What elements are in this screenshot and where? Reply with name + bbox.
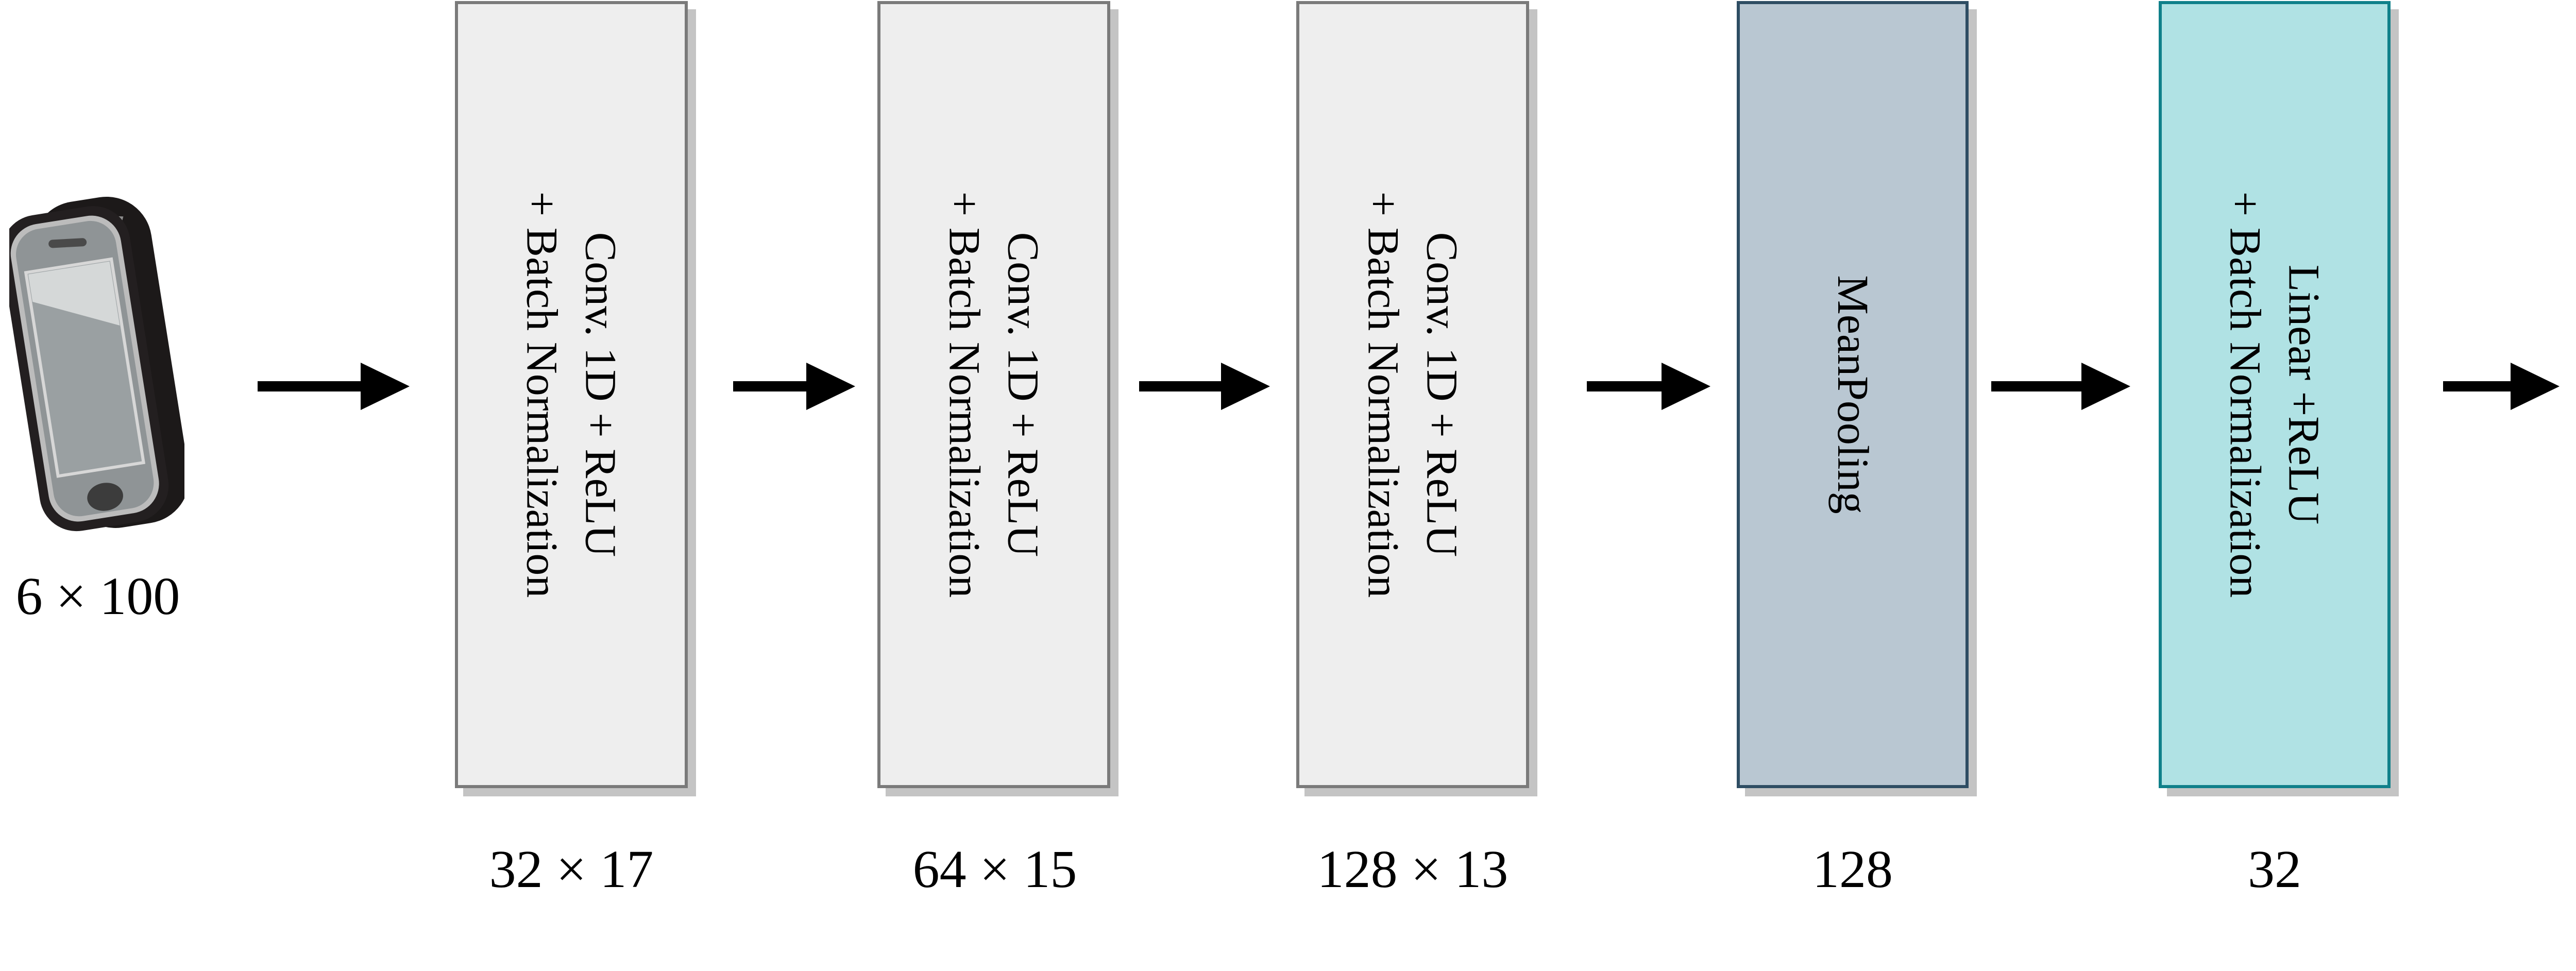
- layer-text-line2: + Batch Normalization: [1359, 191, 1409, 598]
- phone-home-button: [87, 483, 123, 511]
- layer-text-line1: Conv. 1D + ReLU: [998, 232, 1048, 557]
- layer-shape-label: 32 × 17: [489, 840, 654, 899]
- arrow-right-icon: [733, 363, 855, 410]
- phone-screen-glare: [28, 261, 120, 326]
- layer-box-conv1: Conv. 1D + ReLU + Batch Normalization: [455, 1, 688, 788]
- layer-shape-label: 32: [2248, 840, 2301, 899]
- phone-speaker: [48, 238, 87, 248]
- layer-text-line1: Linear +ReLU: [2279, 264, 2329, 525]
- layer-shape-label: 16: [2560, 839, 2576, 900]
- layer-text: Conv. 1D + ReLU + Batch Normalization: [513, 192, 630, 598]
- layer-shape-label: 128: [1812, 840, 1893, 899]
- arrow-right-icon: [1587, 363, 1710, 410]
- layer-box-linear1: Linear +ReLU + Batch Normalization: [2159, 1, 2391, 788]
- arrow-right-icon: [258, 363, 410, 410]
- layer-box-conv3: Conv. 1D + ReLU + Batch Normalization: [1296, 1, 1529, 788]
- layer-box-meanpooling: MeanPooling: [1737, 1, 1969, 788]
- layer-shape-label: 64 × 15: [912, 840, 1077, 899]
- arrow-right-icon: [1991, 363, 2130, 410]
- layer-box-conv2: Conv. 1D + ReLU + Batch Normalization: [877, 1, 1110, 788]
- layer-text-line2: + Batch Normalization: [940, 191, 990, 598]
- layer-text: MeanPooling: [1823, 275, 1882, 514]
- layer-text-line2: + Batch Normalization: [518, 191, 567, 598]
- layer-text: Conv. 1D + ReLU + Batch Normalization: [1354, 192, 1471, 598]
- layer-text: Linear +ReLU + Batch Normalization: [2216, 192, 2333, 598]
- arrow-right-icon: [1139, 363, 1270, 410]
- layer-text-line2: + Batch Normalization: [2221, 191, 2270, 598]
- layer-text-line1: Conv. 1D + ReLU: [576, 232, 626, 557]
- layer-shape-label: 128 × 13: [1317, 840, 1509, 899]
- input-shape-label: 6 × 100: [15, 567, 180, 626]
- layer-text: Conv. 1D + ReLU + Batch Normalization: [935, 192, 1052, 598]
- smartphone-icon: [9, 196, 184, 532]
- arrow-right-icon: [2443, 363, 2560, 410]
- layer-text-line1: MeanPooling: [1828, 275, 1878, 514]
- layer-text-line1: Conv. 1D + ReLU: [1417, 232, 1467, 557]
